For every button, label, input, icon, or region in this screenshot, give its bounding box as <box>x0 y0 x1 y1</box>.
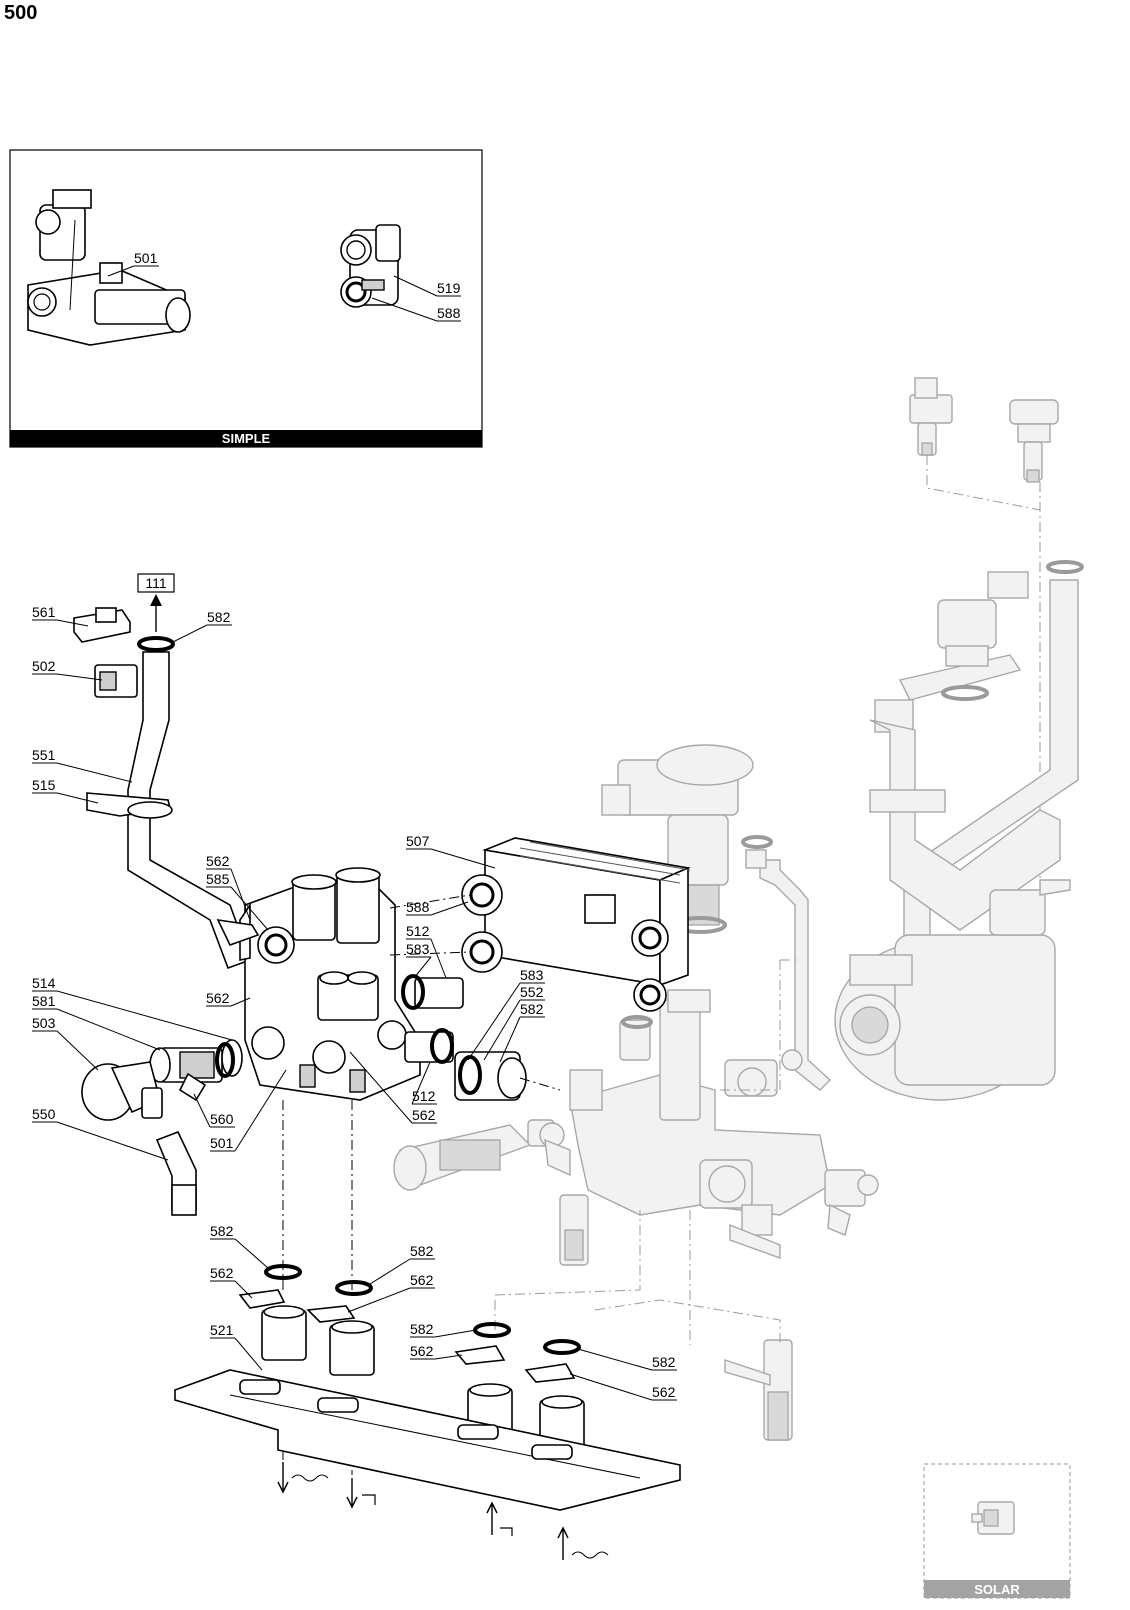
label-521: 521 <box>210 1322 263 1371</box>
svg-text:581: 581 <box>32 993 56 1009</box>
svg-text:561: 561 <box>32 604 56 620</box>
svg-text:562: 562 <box>652 1384 676 1400</box>
label-562-a: 562 <box>206 853 251 921</box>
svg-text:111: 111 <box>145 575 166 591</box>
label-552: 552 <box>483 984 545 1061</box>
svg-text:588: 588 <box>437 305 461 321</box>
label-501-simple: 501 <box>107 250 159 277</box>
label-582-e: 582 <box>410 1321 477 1338</box>
simple-caption: SIMPLE <box>222 431 271 446</box>
svg-text:562: 562 <box>206 853 230 869</box>
svg-text:512: 512 <box>412 1088 436 1104</box>
label-562-d: 562 <box>210 1265 253 1299</box>
label-560: 560 <box>193 1093 235 1128</box>
svg-text:560: 560 <box>210 1111 234 1127</box>
svg-text:583: 583 <box>520 967 544 983</box>
ghosted-context-parts <box>393 377 1084 1441</box>
svg-text:562: 562 <box>410 1343 434 1359</box>
callout-labels: 561 582 502 551 515 562 585 507 588 512 … <box>32 604 677 1401</box>
label-585: 585 <box>206 871 269 931</box>
label-581: 581 <box>32 993 161 1051</box>
label-583-a: 583 <box>406 941 432 979</box>
svg-text:501: 501 <box>134 250 158 266</box>
svg-text:501: 501 <box>210 1135 234 1151</box>
label-562-g: 562 <box>569 1373 677 1401</box>
main-parts <box>73 607 691 1560</box>
hydraulic-block-simple <box>27 189 191 346</box>
svg-text:582: 582 <box>410 1321 434 1337</box>
svg-text:507: 507 <box>406 833 430 849</box>
label-512-b: 512 <box>411 1061 437 1105</box>
svg-text:519: 519 <box>437 280 461 296</box>
label-562-e: 562 <box>347 1272 435 1313</box>
svg-text:562: 562 <box>210 1265 234 1281</box>
label-550: 550 <box>32 1106 169 1161</box>
svg-text:521: 521 <box>210 1322 234 1338</box>
simple-inset: SIMPLE 501 <box>9 149 483 448</box>
label-515: 515 <box>32 777 99 804</box>
label-514: 514 <box>32 975 233 1041</box>
svg-text:515: 515 <box>32 777 56 793</box>
label-582-c: 582 <box>210 1223 269 1269</box>
label-507: 507 <box>406 833 496 869</box>
svg-text:562: 562 <box>206 990 230 1006</box>
label-512-a: 512 <box>406 923 447 979</box>
svg-text:552: 552 <box>520 984 544 1000</box>
label-562-c: 562 <box>349 1051 437 1124</box>
page-number: 500 <box>4 2 38 24</box>
label-582-top: 582 <box>172 609 232 643</box>
label-562-f: 562 <box>410 1343 463 1360</box>
label-502: 502 <box>32 658 103 681</box>
svg-text:550: 550 <box>32 1106 56 1122</box>
svg-text:582: 582 <box>520 1001 544 1017</box>
svg-text:562: 562 <box>410 1272 434 1288</box>
label-562-b: 562 <box>206 990 251 1007</box>
label-501: 501 <box>210 1069 287 1152</box>
label-582-f: 582 <box>577 1348 677 1371</box>
svg-text:562: 562 <box>412 1107 436 1123</box>
svg-text:503: 503 <box>32 1015 56 1031</box>
label-561: 561 <box>32 604 89 627</box>
label-583-b: 583 <box>467 967 545 1061</box>
svg-text:514: 514 <box>32 975 56 991</box>
svg-text:588: 588 <box>406 899 430 915</box>
label-551: 551 <box>32 747 133 783</box>
solar-caption: SOLAR <box>974 1582 1020 1597</box>
valve-body-simple <box>340 224 401 308</box>
svg-text:585: 585 <box>206 871 230 887</box>
label-582-d: 582 <box>369 1243 435 1285</box>
svg-text:582: 582 <box>652 1354 676 1370</box>
label-588: 588 <box>406 899 469 916</box>
solar-inset: SOLAR <box>923 1463 1071 1599</box>
svg-text:583: 583 <box>406 941 430 957</box>
label-588-simple: 588 <box>371 297 461 322</box>
svg-text:512: 512 <box>406 923 430 939</box>
svg-text:582: 582 <box>207 609 231 625</box>
svg-text:582: 582 <box>210 1223 234 1239</box>
svg-text:551: 551 <box>32 747 56 763</box>
label-503: 503 <box>32 1015 99 1071</box>
svg-text:502: 502 <box>32 658 56 674</box>
svg-text:582: 582 <box>410 1243 434 1259</box>
label-582-b: 582 <box>499 1001 545 1063</box>
reference-box-111: 111 <box>137 573 175 632</box>
label-519: 519 <box>393 275 461 297</box>
